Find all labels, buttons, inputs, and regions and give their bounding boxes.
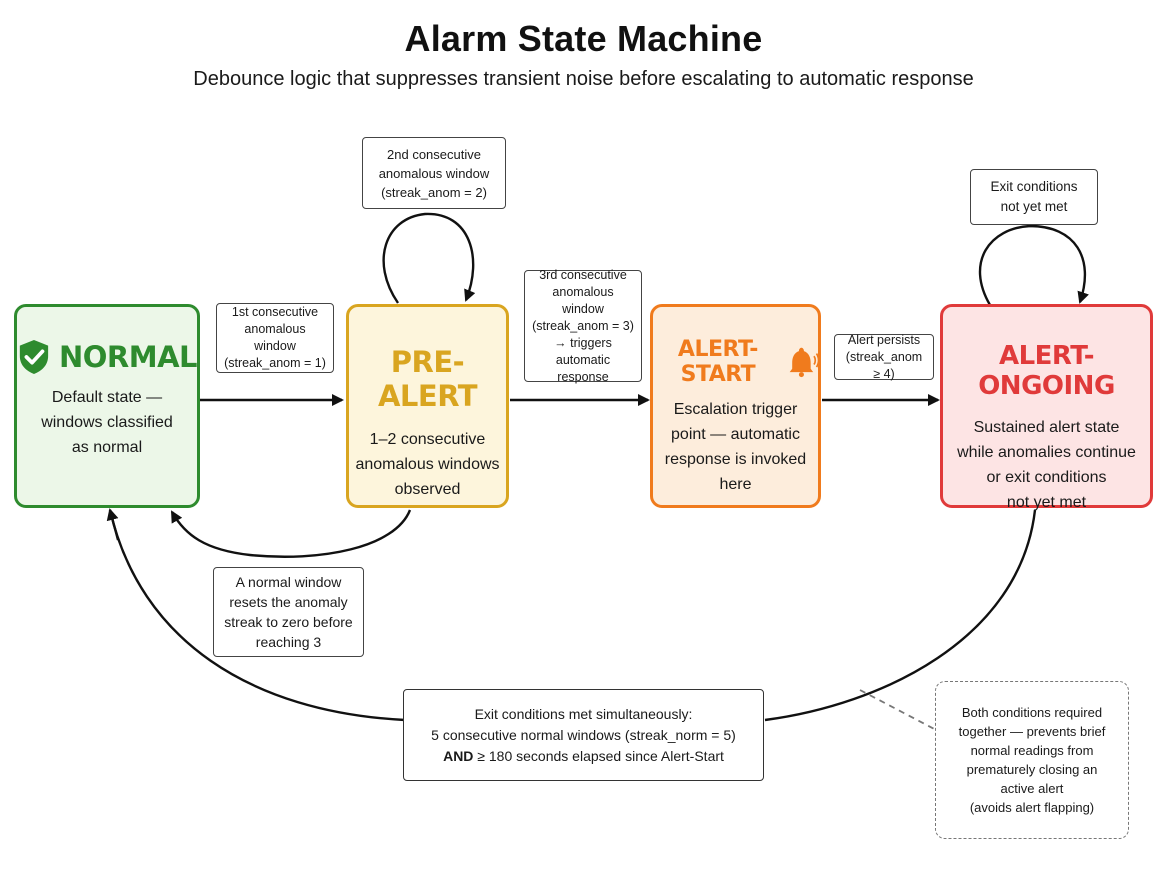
state-normal: NORMAL Default state — windows classifie…: [14, 304, 200, 508]
arrow-prealert-to-normal: [170, 509, 412, 558]
label-ongoing-self-loop: Exit conditions not yet met: [970, 169, 1098, 225]
state-name: ALERT-ONGOING: [978, 341, 1115, 401]
shield-check-icon: [19, 340, 49, 374]
bell-icon: [789, 347, 818, 378]
label-prealert-to-alertstart: 3rd consecutive anomalous window (streak…: [524, 268, 642, 384]
label-ongoing-to-normal: Exit conditions met simultaneously: 5 co…: [403, 689, 764, 781]
label-prealert-to-normal: A normal window resets the anomaly strea…: [213, 567, 364, 657]
label-normal-to-prealert: 1st consecutive anomalous window (streak…: [216, 303, 334, 373]
state-description: Default state — windows classified as no…: [41, 389, 173, 456]
state-description: 1–2 consecutive anomalous windows observ…: [355, 431, 500, 498]
diagram-title: Alarm State Machine: [404, 18, 763, 59]
label-prealert-self-loop: 2nd consecutive anomalous window (streak…: [362, 137, 506, 209]
state-name: NORMAL: [58, 340, 198, 374]
state-description: Escalation trigger point — automatic res…: [664, 401, 807, 493]
arrow-ongoing-self-loop: [978, 224, 1089, 306]
state-name: PRE-ALERT: [377, 345, 478, 413]
arrow-ongoing-to-normal: [108, 509, 1037, 722]
note-both-conditions: Both conditions required together — prev…: [935, 681, 1129, 839]
note-connector: [859, 689, 941, 733]
state-prealert: PRE-ALERT 1–2 consecutive anomalous wind…: [346, 304, 509, 508]
arrow-prealert-self-loop: [382, 212, 476, 304]
label-alertstart-to-ongoing: Alert persists (streak_anom ≥ 4): [834, 333, 934, 381]
state-description: Sustained alert state while anomalies co…: [957, 419, 1136, 511]
diagram-subtitle: Debounce logic that suppresses transient…: [193, 68, 974, 90]
state-name: ALERT-START: [677, 337, 758, 387]
state-ongoing: ALERT-ONGOING Sustained alert state whil…: [940, 304, 1153, 511]
state-alertstart: ALERT-START Escalation trigger point — a…: [650, 304, 821, 508]
